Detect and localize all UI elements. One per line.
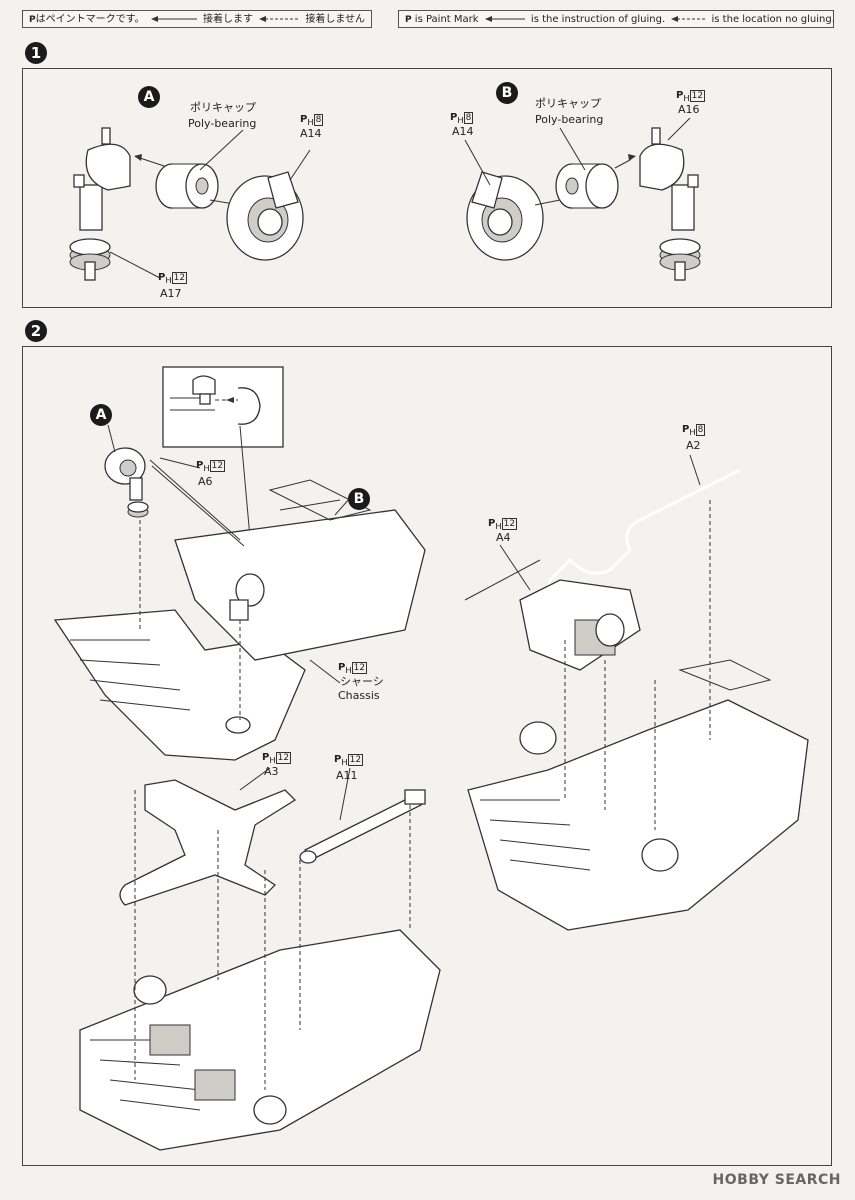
detail-inset-box: [162, 366, 284, 448]
paint-mark-symbol: P: [405, 15, 412, 25]
solid-arrow-icon: [484, 16, 525, 22]
legend-en-paint-mark: is Paint Mark: [414, 14, 479, 25]
hobby-search-watermark: HOBBY SEARCH: [712, 1172, 841, 1188]
legend-en-glue: is the instruction of gluing.: [530, 14, 666, 25]
subframe-a3-drawing: [119, 779, 297, 906]
dashed-arrow-icon: [259, 16, 300, 22]
brake-disc-b-drawing: [466, 171, 544, 261]
anti-roll-bar-a2-drawing: [543, 468, 741, 606]
sub-assembly-a-marker: A: [138, 86, 160, 108]
step2-hub-b-marker: B: [348, 488, 370, 510]
hub-a16-part-number: A16: [678, 103, 700, 116]
legend-jp-glue: 接着します: [202, 14, 253, 25]
differential-a4-drawing: [519, 579, 641, 671]
chassis-label-en: Chassis: [338, 689, 380, 702]
poly-bearing-a-label-en: Poly-bearing: [188, 117, 257, 130]
a4-part-number: A4: [496, 531, 511, 544]
chassis-right-drawing: [467, 659, 809, 931]
drive-shaft-a11-drawing: [299, 789, 426, 864]
chassis-lower-left-drawing: [79, 929, 441, 1151]
sub-assembly-b-marker: B: [496, 82, 518, 104]
a6-part-number: A6: [198, 475, 213, 488]
disc-a-part-number: A14: [300, 127, 322, 140]
upright-a17-drawing: [69, 127, 131, 281]
brake-disc-a-drawing: [226, 171, 304, 261]
poly-bearing-a-label-jp: ポリキャップ: [190, 101, 256, 114]
disc-b-part-number: A14: [452, 125, 474, 138]
step2-hub-a-marker: A: [90, 404, 112, 426]
step-1-badge: 1: [25, 42, 47, 64]
legend-japanese: Pはペイントマークです。 接着します 接着しません: [22, 10, 372, 28]
step-2-panel: [22, 346, 832, 1166]
solid-arrow-icon: [150, 16, 197, 22]
upright-a16-drawing: [639, 127, 701, 281]
a3-part-number: A3: [264, 765, 279, 778]
legend-english: P is Paint Mark is the instruction of gl…: [398, 10, 835, 28]
a11-part-number: A11: [336, 769, 358, 782]
legend-jp-paint-mark: はペイントマークです。: [35, 14, 145, 25]
dashed-arrow-icon: [671, 16, 706, 22]
legend-en-no-glue: is the location no gluing.: [711, 14, 835, 25]
hub-a17-part-number: A17: [160, 287, 182, 300]
a2-part-number: A2: [686, 439, 701, 452]
hub-a-assembly-drawing: [104, 447, 149, 518]
poly-bearing-b-label-en: Poly-bearing: [535, 113, 604, 126]
poly-bearing-b-drawing: [555, 163, 619, 209]
chassis-label-jp: シャーシ: [340, 675, 384, 688]
step-2-badge: 2: [25, 320, 47, 342]
step-1-panel: [22, 68, 832, 308]
chassis-front-left-drawing: [53, 479, 426, 761]
paint-mark-symbol: P: [29, 15, 36, 25]
poly-bearing-b-label-jp: ポリキャップ: [535, 97, 601, 110]
legend-jp-no-glue: 接着しません: [305, 14, 366, 25]
poly-bearing-a-drawing: [155, 163, 219, 209]
